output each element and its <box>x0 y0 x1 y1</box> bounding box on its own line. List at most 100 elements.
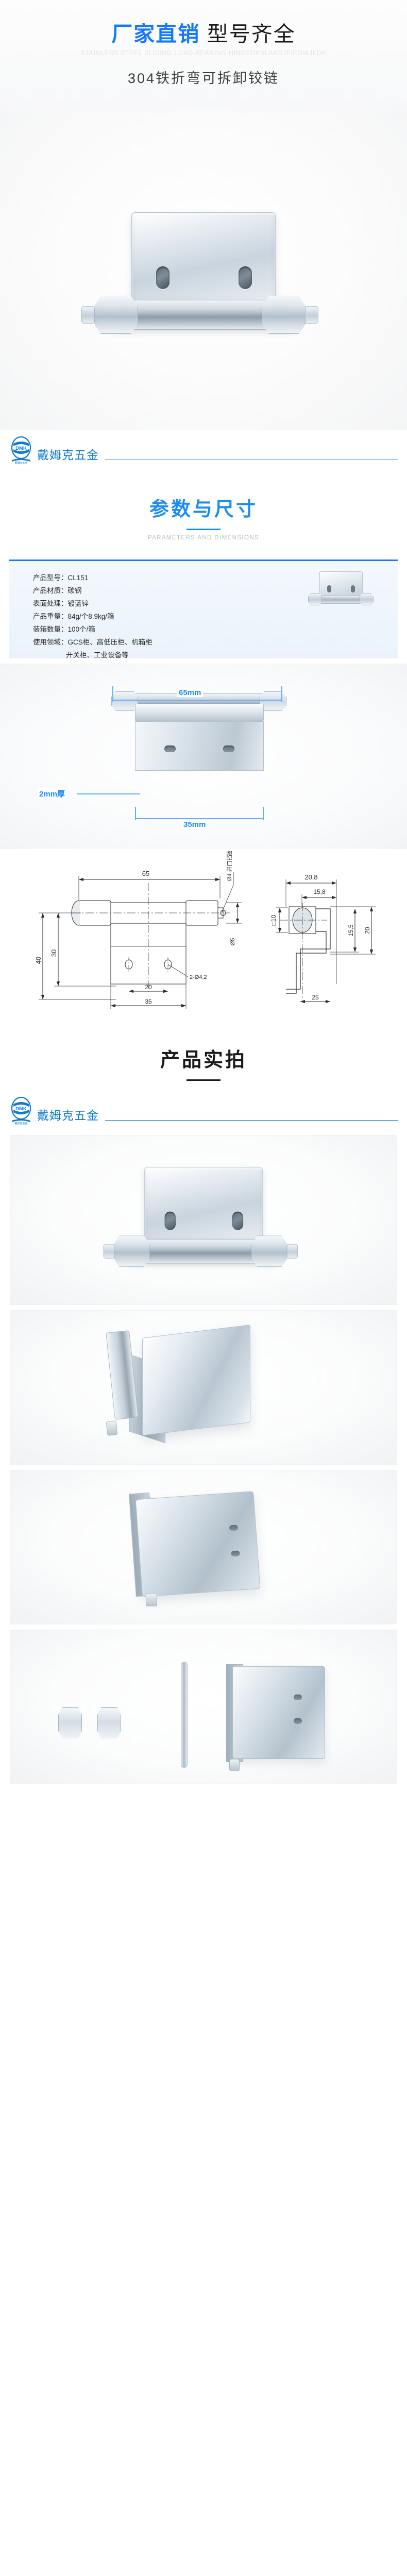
g4-hole-bottom <box>294 1718 302 1724</box>
hero-banner: 厂家直销 型号齐全 STAINLESS STEEL SLIDING LOAD-B… <box>0 0 407 111</box>
g3-channel-body <box>135 1491 261 1597</box>
spec-label-packing: 装箱数量： <box>33 625 68 633</box>
svg-text:戴姆克五金: 戴姆克五金 <box>14 1122 27 1125</box>
banner-title-dark: 型号齐全 <box>207 22 296 46</box>
brand-divider-secondary <box>105 1120 398 1121</box>
g4-pin-rod <box>181 1662 188 1768</box>
svg-text:15,5: 15,5 <box>347 924 354 937</box>
parameters-section-heading: 参数与尺寸 PARAMETERS AND DIMENSIONS <box>0 470 407 546</box>
mounting-hole-right <box>239 266 252 290</box>
photo-top-flange <box>135 704 264 721</box>
spec-label-material: 产品材质： <box>33 587 68 595</box>
gallery-photo-angled <box>10 1310 397 1465</box>
spec-value-material: 碳钢 <box>67 587 82 595</box>
dim-tick-depth-left <box>135 807 136 820</box>
svg-text:□10: □10 <box>270 914 277 925</box>
thumb-nut-right <box>360 593 374 605</box>
brand-bar-secondary: DMK 戴姆克五金 戴姆克五金 <box>0 1091 407 1131</box>
svg-text:Ø4 开口挡圈: Ø4 开口挡圈 <box>226 851 233 881</box>
dim-line-depth <box>135 818 264 819</box>
svg-text:30: 30 <box>50 950 58 957</box>
spec-row: 产品型号：CL151 <box>33 571 398 584</box>
g1-pin-cap-right <box>286 1244 298 1259</box>
dimension-label-width: 65mm <box>177 688 204 697</box>
dmk-logo-icon-secondary: DMK 戴姆克五金 <box>9 1096 33 1125</box>
g2-barrel <box>106 1330 139 1420</box>
svg-text:20,8: 20,8 <box>304 873 317 881</box>
brand-bar: DMK 戴姆克五金 戴姆克五金 <box>0 430 407 470</box>
dim-tick-depth-right <box>263 807 264 820</box>
hinge-nut-right <box>262 296 306 334</box>
brand-name-label: 戴姆克五金 <box>37 448 99 462</box>
banner-subtitle-chinese: 304铁折弯可拆卸铰链 <box>127 71 280 87</box>
svg-text:DMK: DMK <box>15 1106 27 1112</box>
gallery-photo-exploded <box>10 1630 397 1784</box>
dimension-label-thickness: 2mm厚 <box>37 788 67 799</box>
photos-section-heading: 产品实拍 <box>0 1021 407 1091</box>
g3-pin <box>146 1593 157 1606</box>
hinge-illustration <box>63 212 344 341</box>
spec-row: 产品重量：84g/个8.9kg/箱 <box>33 610 398 623</box>
svg-text:戴姆克五金: 戴姆克五金 <box>14 461 27 464</box>
thumb-plate <box>319 571 363 597</box>
svg-text:15,8: 15,8 <box>313 888 326 895</box>
specification-panel: 产品型号：CL151 产品材质：碳钢 表面处理：镀蓝锌 产品重量：84g/个8.… <box>9 560 398 659</box>
g4-knob <box>229 1759 240 1771</box>
g2-body <box>142 1325 250 1436</box>
photo-nut-left <box>111 691 138 711</box>
product-photo-gallery <box>0 1135 407 1784</box>
spec-row: 产品材质：碳钢 <box>33 584 398 597</box>
dimension-photo-block: 65mm 2mm厚 35mm <box>0 664 407 849</box>
thumb-nut-left <box>308 593 322 605</box>
spec-value-usage: GCS柜、高低压柜、机箱柜 <box>67 638 152 646</box>
spec-usage-line2: 开关柜、工业设备等 <box>66 651 129 659</box>
g1-nut-left <box>113 1235 150 1267</box>
svg-text:DMK: DMK <box>15 446 27 451</box>
spec-row: 装箱数量：100个/箱 <box>33 623 398 636</box>
technical-drawing-svg: 65 2-Ø4 <box>35 851 376 1009</box>
g2-pin <box>106 1420 118 1436</box>
svg-text:40: 40 <box>35 957 42 964</box>
spec-label-model: 产品型号： <box>33 574 68 582</box>
thumb-hole-left <box>327 585 331 592</box>
dim-tick-width-right <box>281 686 282 702</box>
hinge-nut-left <box>94 296 138 334</box>
spec-value-finish: 镀蓝锌 <box>67 600 89 607</box>
spec-label-usage: 使用领域： <box>33 638 68 646</box>
spec-value-packing: 100个/箱 <box>67 625 95 633</box>
hero-product-photo <box>0 111 407 430</box>
photo-hole-right <box>223 745 234 752</box>
dim-leader-thickness <box>77 793 140 794</box>
g4-nut-two <box>97 1707 121 1738</box>
photo-front-face <box>135 721 264 771</box>
parameters-heading-cn: 参数与尺寸 <box>149 499 258 520</box>
photos-heading-cn: 产品实拍 <box>160 1049 247 1071</box>
gallery-photo-front <box>10 1135 397 1305</box>
gallery-hinge-front <box>88 1167 319 1273</box>
g3-hole-top <box>229 1524 239 1531</box>
parameters-heading-en: PARAMETERS AND DIMENSIONS <box>147 535 260 541</box>
g1-plate <box>144 1167 263 1248</box>
svg-text:Ø5: Ø5 <box>230 938 236 946</box>
spec-label-weight: 产品重量： <box>33 613 68 620</box>
svg-text:25: 25 <box>312 994 319 1001</box>
brand-name-label-secondary: 戴姆克五金 <box>37 1109 99 1122</box>
g4-bracket-body <box>232 1666 325 1759</box>
dim-line-width <box>112 700 282 701</box>
g1-hole-left <box>164 1211 176 1230</box>
g1-hole-right <box>232 1211 244 1230</box>
photos-heading-underline <box>186 1079 221 1081</box>
banner-title: 厂家直销 型号齐全 <box>0 22 407 46</box>
dmk-logo-icon: DMK 戴姆克五金 <box>9 436 33 465</box>
svg-text:20: 20 <box>364 927 371 934</box>
svg-text:2-Ø4,2: 2-Ø4,2 <box>190 974 207 980</box>
technical-drawing-block: 65 2-Ø4 <box>0 851 407 1021</box>
thumb-hole-right <box>351 585 355 592</box>
page-bottom-spacer <box>0 1789 407 1803</box>
banner-subtitle-english: STAINLESS STEEL SLIDING LOAD-BEARING HIN… <box>80 49 327 57</box>
banner-title-highlight: 厂家直销 <box>111 22 200 46</box>
svg-text:65: 65 <box>142 870 149 877</box>
svg-text:35: 35 <box>145 998 152 1005</box>
hinge-mounting-plate <box>131 212 276 311</box>
hinge-pin-cap-left <box>81 306 95 324</box>
